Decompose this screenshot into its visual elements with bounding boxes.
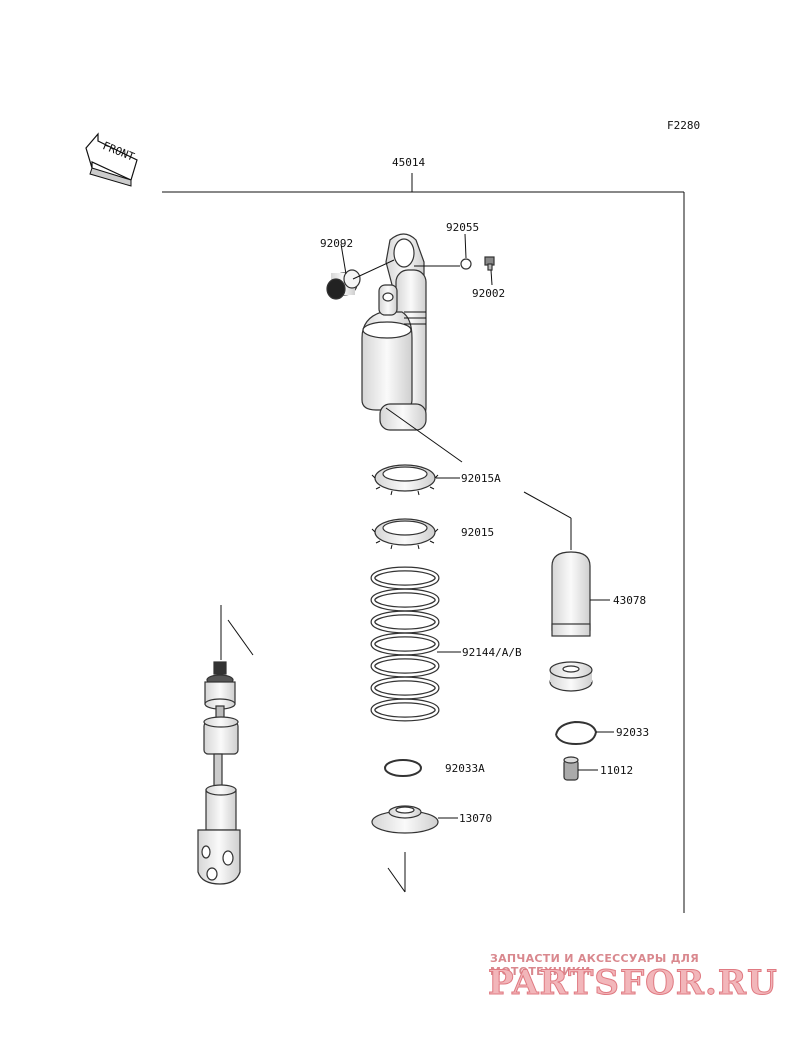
label-92015A: 92015A xyxy=(461,472,501,485)
watermark-subtitle: ЗАПЧАСТИ И АКСЕССУАРЫ ДЛЯ МОТОТЕХНИКИ xyxy=(490,952,700,978)
shock-body xyxy=(361,233,427,431)
label-92033: 92033 xyxy=(616,726,649,739)
bolt-92002 xyxy=(484,256,495,271)
label-43078: 43078 xyxy=(613,594,646,607)
spring-seat-13070 xyxy=(371,805,439,834)
front-arrow-icon: FRONT xyxy=(85,132,138,187)
valve-11012 xyxy=(563,756,579,781)
label-13070: 13070 xyxy=(459,812,492,825)
bump-rubber-43078 xyxy=(551,551,591,637)
damper-rod-assembly xyxy=(197,661,241,885)
locknut-92015A xyxy=(371,464,439,496)
assembly-bracket xyxy=(162,173,685,913)
locknut-92015 xyxy=(371,518,439,550)
figure-code: F2280 xyxy=(667,119,700,132)
oring-92055 xyxy=(460,258,472,270)
bushing-92092 xyxy=(326,269,361,300)
label-92015: 92015 xyxy=(461,526,494,539)
circlip-92033A xyxy=(384,759,422,777)
watermark-logo[interactable]: PARTSFOR.RU xyxy=(488,963,778,1004)
label-92055: 92055 xyxy=(446,221,479,234)
label-11012: 11012 xyxy=(600,764,633,777)
coil-spring-92144 xyxy=(370,566,440,722)
label-92092: 92092 xyxy=(320,237,353,250)
bump-stop-cap xyxy=(549,661,593,692)
label-92002: 92002 xyxy=(472,287,505,300)
label-92033A: 92033A xyxy=(445,762,485,775)
circlip-92033 xyxy=(555,720,598,746)
label-92144: 92144/A/B xyxy=(462,646,522,659)
assembly-number: 45014 xyxy=(392,156,425,169)
